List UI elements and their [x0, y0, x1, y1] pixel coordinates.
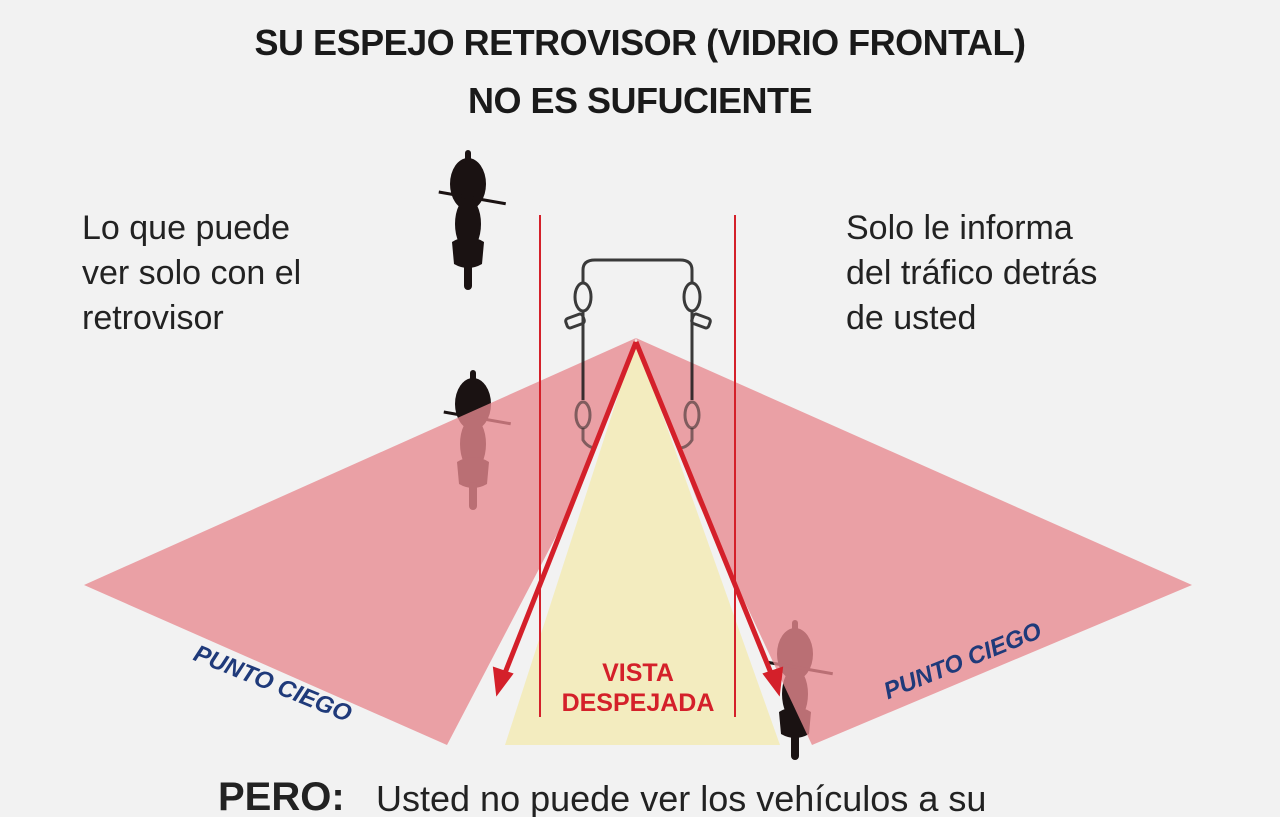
left-caption: Lo que puede ver solo con el retrovisor	[82, 206, 301, 341]
clear-view-label: VISTA DESPEJADA	[540, 658, 736, 718]
arrow-head-right	[762, 666, 784, 697]
right-caption-line: del tráfico detrás	[846, 254, 1098, 292]
clear-view-line: VISTA	[602, 659, 674, 687]
sight-line-arrows	[492, 341, 784, 697]
motorcycle-icon-top	[438, 150, 506, 290]
left-blind-zone	[84, 338, 636, 745]
title-line-1: SU ESPEJO RETROVISOR (VIDRIO FRONTAL)	[254, 22, 1026, 63]
bottom-text: Usted no puede ver los vehículos a su	[376, 778, 987, 817]
clear-view-line: DESPEJADA	[561, 689, 715, 717]
right-caption-line: Solo le informa	[846, 209, 1073, 247]
bottom-label: PERO:	[218, 775, 345, 817]
left-caption-line: Lo que puede	[82, 209, 290, 247]
right-caption-line: de usted	[846, 299, 977, 337]
title-line-2: NO ES SUFUCIENTE	[467, 80, 813, 121]
left-caption-line: ver solo con el	[82, 254, 302, 292]
arrow-head-left	[492, 666, 514, 697]
left-caption-line: retrovisor	[82, 299, 224, 337]
right-caption: Solo le informa del tráfico detrás de us…	[846, 206, 1097, 341]
right-blind-zone	[636, 338, 1192, 745]
clear-view-zone	[505, 340, 780, 745]
